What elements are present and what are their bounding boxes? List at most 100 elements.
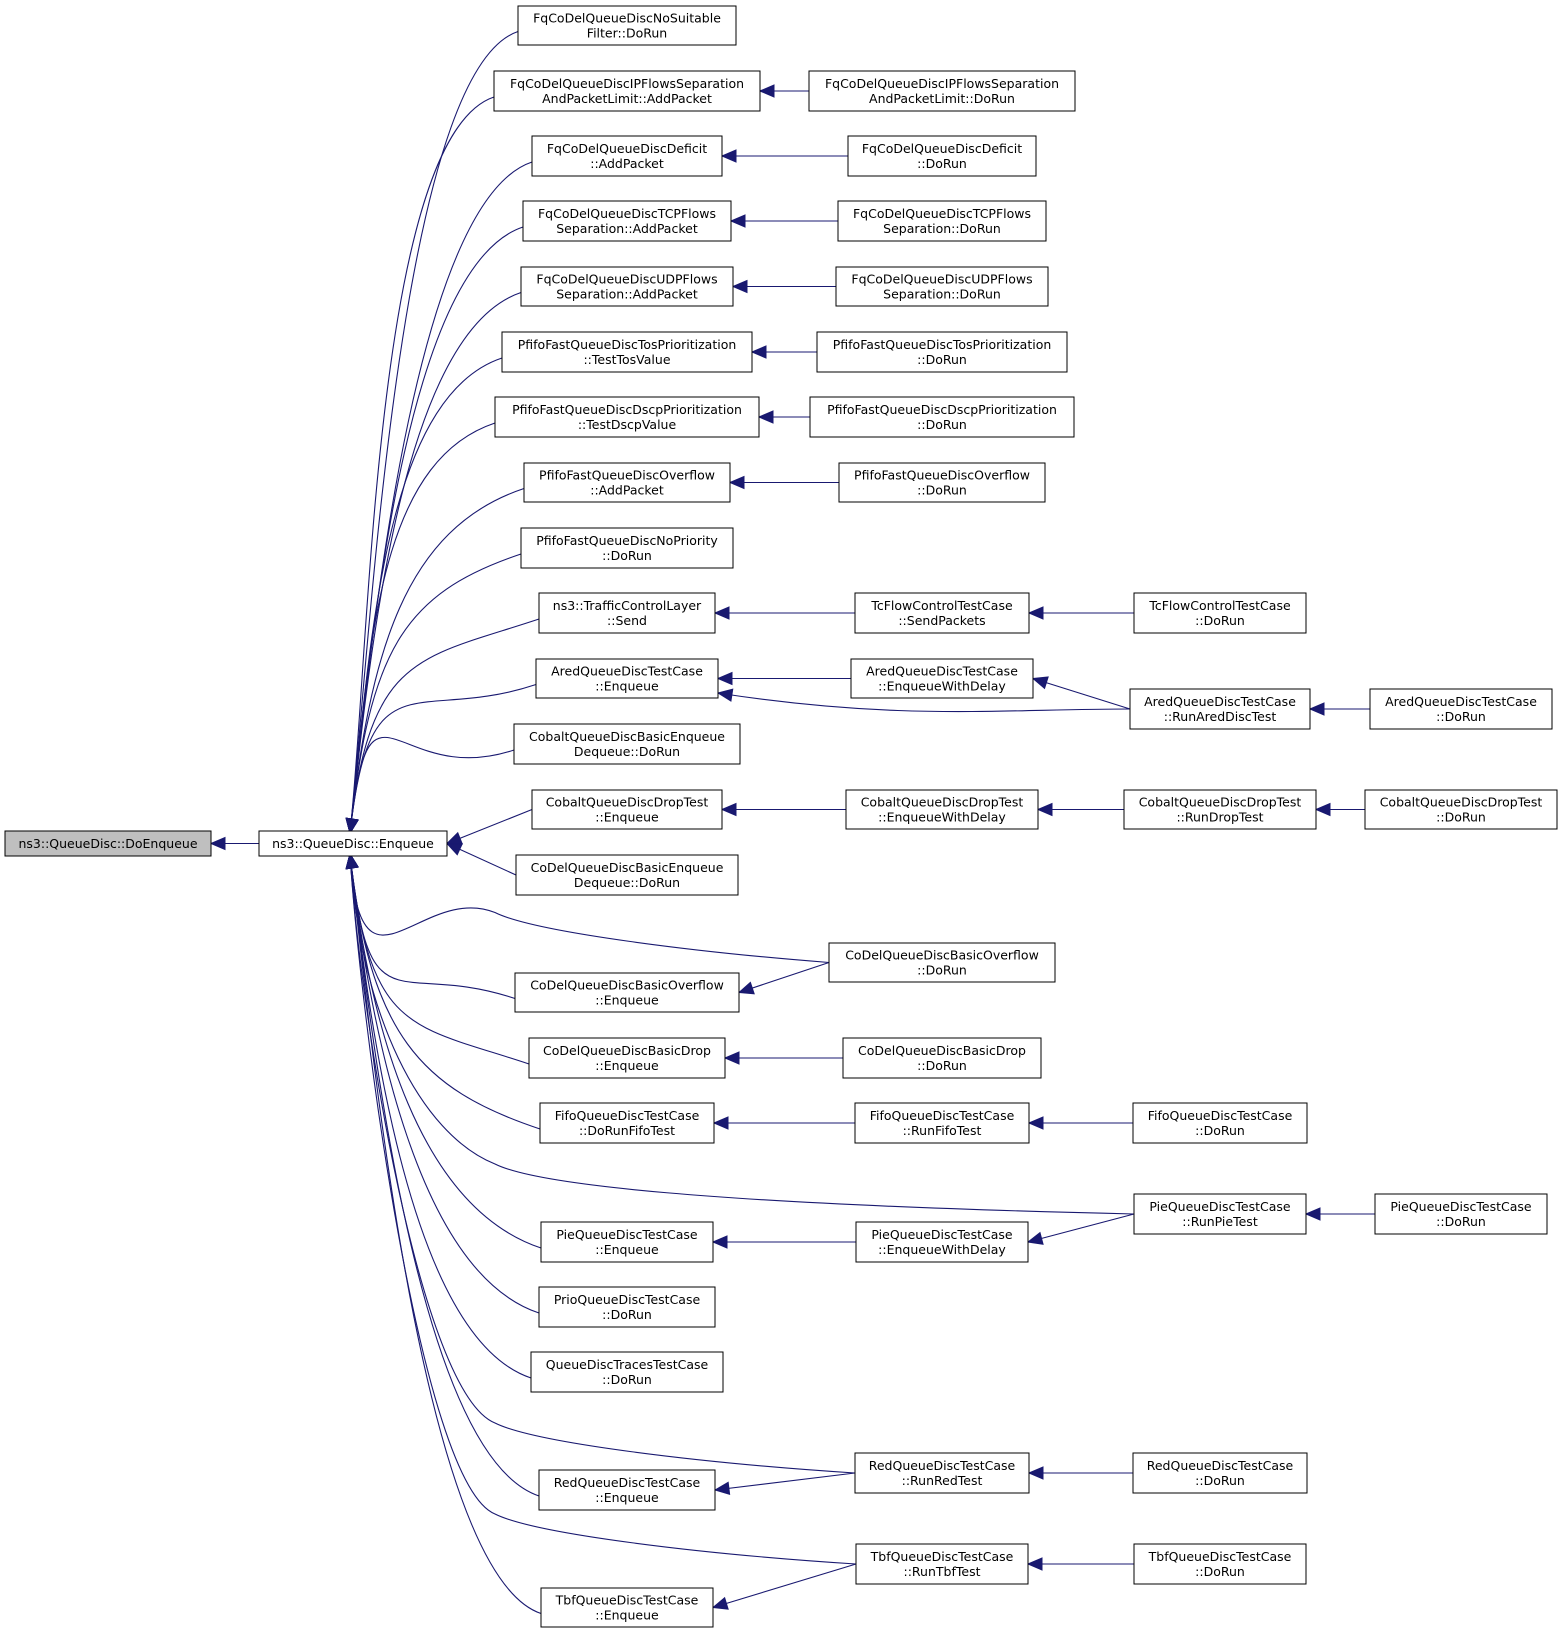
edge-a8-enq [349,487,525,834]
node-label: PieQueueDiscTestCase [871,1227,1012,1242]
node-a7[interactable]: PfifoFastQueueDiscDscpPrioritization::Te… [494,396,760,438]
node-label: FqCoDelQueueDiscDeficit [547,141,707,156]
node-label: RedQueueDiscTestCase [1147,1458,1294,1473]
node-label: ::EnqueueWithDelay [878,679,1006,694]
node-b6[interactable]: PfifoFastQueueDiscTosPrioritization::DoR… [816,331,1068,373]
node-c13[interactable]: CobaltQueueDiscDropTest::RunDropTest [1123,789,1317,830]
node-label: ::DoRun [602,548,652,563]
node-d13[interactable]: CobaltQueueDiscDropTest::DoRun [1364,789,1558,830]
node-c18[interactable]: FifoQueueDiscTestCase::DoRun [1132,1102,1308,1144]
node-label: ::Enqueue [595,1058,659,1073]
node-root[interactable]: ns3::QueueDisc::DoEnqueue [4,830,212,857]
node-label: AredQueueDiscTestCase [1144,694,1296,709]
edge-b25-enq [349,853,857,1565]
node-b23[interactable]: RedQueueDiscTestCase::RunRedTest [854,1452,1030,1494]
node-a11[interactable]: AredQueueDiscTestCase::Enqueue [535,658,719,699]
arrowhead [1031,676,1049,690]
node-b11[interactable]: AredQueueDiscTestCase::EnqueueWithDelay [850,658,1034,699]
node-label: FqCoDelQueueDiscNoSuitable [533,11,721,26]
node-c25[interactable]: TbfQueueDiscTestCase::DoRun [1133,1543,1307,1585]
node-a8[interactable]: PfifoFastQueueDiscOverflow::AddPacket [523,462,731,503]
node-label: ::DoRun [1195,1564,1245,1579]
node-c23[interactable]: RedQueueDiscTestCase::DoRun [1132,1452,1308,1494]
node-a9[interactable]: PfifoFastQueueDiscNoPriority::DoRun [520,527,734,569]
node-c19[interactable]: PieQueueDiscTestCase::RunPieTest [1133,1193,1307,1235]
node-b17[interactable]: CoDelQueueDiscBasicDrop::DoRun [842,1037,1042,1079]
node-label: ::RunTbfTest [904,1564,981,1579]
node-box [538,1469,716,1511]
node-box [523,462,731,503]
node-b20[interactable]: PieQueueDiscTestCase::EnqueueWithDelay [855,1221,1029,1263]
node-box [1129,688,1311,730]
node-box [528,1037,726,1079]
node-box [1133,1543,1307,1585]
node-box [1123,789,1317,830]
node-a20[interactable]: PieQueueDiscTestCase::Enqueue [540,1221,714,1263]
node-label: RedQueueDiscTestCase [869,1458,1016,1473]
node-a13[interactable]: CobaltQueueDiscDropTest::Enqueue [531,789,723,830]
node-box [1133,1193,1307,1235]
node-a6[interactable]: PfifoFastQueueDiscTosPrioritization::Tes… [501,331,753,373]
node-label: ::DoRun [917,156,967,171]
node-box [835,266,1049,307]
node-b13[interactable]: CobaltQueueDiscDropTest::EnqueueWithDela… [845,789,1039,830]
node-b10[interactable]: TcFlowControlTestCase::SendPackets [854,592,1030,634]
arrowhead [712,1116,729,1130]
node-label: CoDelQueueDiscBasicEnqueue [531,860,724,875]
node-a21[interactable]: PrioQueueDiscTestCase::DoRun [538,1286,716,1328]
node-box [531,789,723,830]
node-label: ::DoRun [1195,613,1245,628]
node-a22[interactable]: QueueDiscTracesTestCase::DoRun [530,1351,724,1393]
node-c11[interactable]: AredQueueDiscTestCase::RunAredDiscTest [1129,688,1311,730]
node-box [808,70,1076,112]
node-a18[interactable]: FifoQueueDiscTestCase::DoRunFifoTest [539,1102,715,1144]
arrowhead [723,1051,740,1065]
node-label: ::Enqueue [595,1608,659,1623]
node-label: ::AddPacket [590,483,664,498]
node-d19[interactable]: PieQueueDiscTestCase::DoRun [1374,1193,1548,1235]
node-b3[interactable]: FqCoDelQueueDiscDeficit::DoRun [847,135,1037,177]
arrowhead [758,84,775,98]
node-b15[interactable]: CoDelQueueDiscBasicOverflow::DoRun [828,942,1056,983]
node-box [530,1351,724,1393]
node-b8[interactable]: PfifoFastQueueDiscOverflow::DoRun [838,462,1046,503]
node-a12[interactable]: CobaltQueueDiscBasicEnqueueDequeue::DoRu… [513,723,741,765]
node-b4[interactable]: FqCoDelQueueDiscTCPFlowsSeparation::DoRu… [837,200,1047,242]
node-a2[interactable]: FqCoDelQueueDiscIPFlowsSeparationAndPack… [493,70,761,112]
node-a17[interactable]: CoDelQueueDiscBasicDrop::Enqueue [528,1037,726,1079]
node-label: ::EnqueueWithDelay [878,810,1006,825]
node-b7[interactable]: PfifoFastQueueDiscDscpPrioritization::Do… [809,396,1075,438]
node-box [538,1286,716,1328]
node-box [522,200,732,242]
node-label: ::TestTosValue [583,352,670,367]
node-label: ::DoRun [1195,1473,1245,1488]
node-a24[interactable]: RedQueueDiscTestCase::Enqueue [538,1469,716,1511]
node-label: PfifoFastQueueDiscDscpPrioritization [512,402,742,417]
node-label: ::DoRun [1195,1123,1245,1138]
node-label: FqCoDelQueueDiscTCPFlows [538,206,716,221]
node-a3[interactable]: FqCoDelQueueDiscDeficit::AddPacket [531,135,723,177]
node-box [847,135,1037,177]
node-a5[interactable]: FqCoDelQueueDiscUDPFlowsSeparation::AddP… [520,266,734,307]
node-label: ::SendPackets [898,613,985,628]
node-a4[interactable]: FqCoDelQueueDiscTCPFlowsSeparation::AddP… [522,200,732,242]
node-a10[interactable]: ns3::TrafficControlLayer::Send [538,592,716,634]
node-b25[interactable]: TbfQueueDiscTestCase::RunTbfTest [855,1543,1029,1585]
node-b2[interactable]: FqCoDelQueueDiscIPFlowsSeparationAndPack… [808,70,1076,112]
edge-a12-enq [349,736,515,834]
node-label: PfifoFastQueueDiscTosPrioritization [518,337,737,352]
edge-a13-enq [446,808,533,845]
node-c10[interactable]: TcFlowControlTestCase::DoRun [1133,592,1307,634]
node-enq[interactable]: ns3::QueueDisc::Enqueue [258,830,448,857]
node-box [520,266,734,307]
edge-a7-enq [349,422,496,834]
node-b5[interactable]: FqCoDelQueueDiscUDPFlowsSeparation::DoRu… [835,266,1049,307]
node-a26[interactable]: TbfQueueDiscTestCase::Enqueue [540,1587,714,1628]
node-b18[interactable]: FifoQueueDiscTestCase::RunFifoTest [854,1102,1030,1144]
node-a16[interactable]: CoDelQueueDiscBasicOverflow::Enqueue [514,972,740,1013]
node-d11[interactable]: AredQueueDiscTestCase::DoRun [1369,688,1553,730]
node-box [514,972,740,1013]
edge-a11-enq [349,683,537,834]
